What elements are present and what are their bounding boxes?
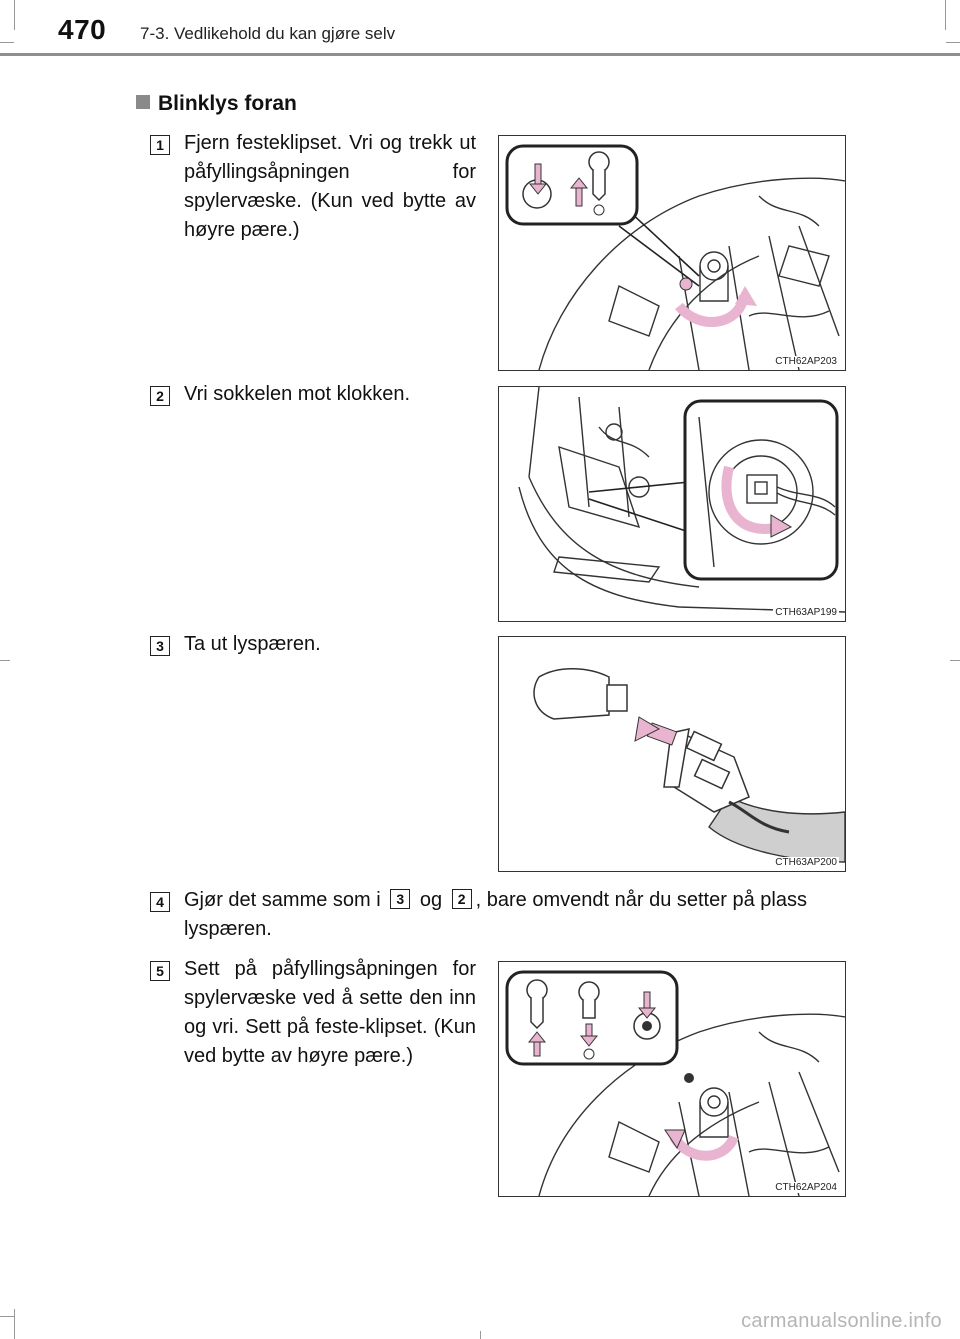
step-2-text: Vri sokkelen mot klokken.	[184, 383, 411, 405]
step-2-badge: 2	[150, 386, 170, 406]
step-3-badge: 3	[150, 636, 170, 656]
section-title: Blinklys foran	[136, 92, 297, 116]
step-5-text: Sett på påfyllingsåpningen for spylervæs…	[184, 958, 476, 1067]
section-heading: 7-3. Vedlikehold du kan gjøre selv	[140, 24, 396, 43]
washer-inlet-removal-illustration	[505, 144, 845, 370]
washer-inlet-install-illustration	[505, 970, 845, 1196]
figure-3-code: CTH63AP200	[773, 857, 839, 868]
crop-mark	[14, 0, 15, 30]
figure-4-code: CTH62AP204	[773, 1182, 839, 1193]
step-ref-badge-2: 2	[451, 889, 472, 909]
figure-3: CTH63AP200	[498, 636, 846, 872]
header-rule	[0, 53, 960, 56]
step-5-badge: 5	[150, 961, 170, 981]
crop-mark	[946, 42, 960, 43]
square-bullet-icon	[136, 95, 150, 109]
socket-rotate-illustration	[518, 387, 845, 613]
step-4-text-b: og	[419, 889, 443, 911]
figure-4: CTH62AP204	[498, 961, 846, 1197]
section-title-text: Blinklys foran	[158, 92, 297, 115]
crop-mark	[0, 42, 14, 43]
step-4-text-c: , bare omvendt når du setter på plass ly…	[184, 889, 807, 940]
step-1-text: Fjern festeklipset. Vri og trekk ut påfy…	[184, 132, 476, 241]
crop-mark	[0, 1316, 14, 1317]
step-4-text-a: Gjør det samme som i	[184, 889, 381, 911]
step-3-text: Ta ut lyspæren.	[184, 633, 321, 655]
page-number: 470	[58, 14, 107, 45]
step-ref-badge-3: 3	[390, 889, 411, 909]
footer-watermark: carmanualsonline.info	[741, 1310, 942, 1332]
step-4-badge: 4	[150, 892, 170, 912]
figure-2-code: CTH63AP199	[773, 607, 839, 618]
figure-2: CTH63AP199	[498, 386, 846, 622]
figure-1-code: CTH62AP203	[773, 356, 839, 367]
crop-mark	[480, 1331, 481, 1339]
step-4-text: Gjør det samme som i 3 og 2, bare omvend…	[184, 886, 844, 944]
crop-mark	[950, 660, 960, 661]
crop-mark	[14, 1309, 15, 1339]
crop-mark	[945, 0, 946, 30]
step-1-badge: 1	[150, 135, 170, 155]
figure-1: CTH62AP203	[498, 135, 846, 371]
bulb-removal-illustration	[533, 668, 845, 863]
crop-mark	[0, 660, 10, 661]
